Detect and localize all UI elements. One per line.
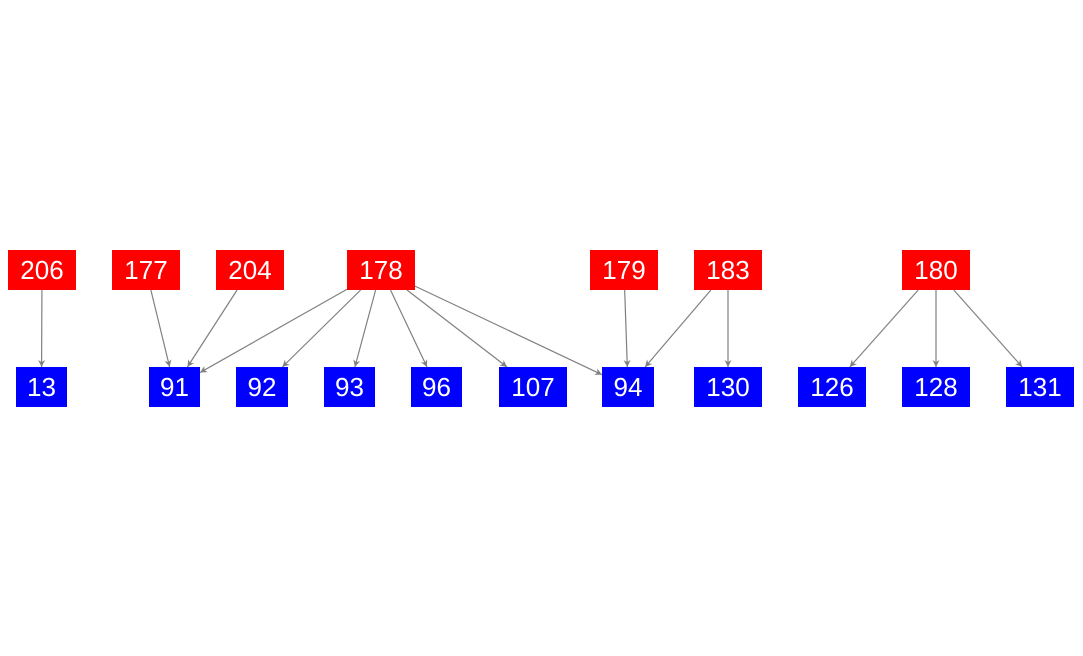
node-label: 130: [706, 372, 749, 402]
node-label: 107: [511, 372, 554, 402]
node-130[interactable]: 130: [694, 367, 762, 407]
node-box: [499, 367, 567, 407]
node-label: 131: [1018, 372, 1061, 402]
node-box: [149, 367, 200, 407]
node-box: [590, 250, 658, 290]
edge-178-to-96: [389, 289, 428, 368]
node-box: [1006, 367, 1074, 407]
node-92[interactable]: 92: [236, 367, 288, 407]
node-96[interactable]: 96: [411, 367, 462, 407]
node-label: 93: [335, 372, 364, 402]
node-box: [347, 250, 415, 290]
node-box: [798, 367, 866, 407]
node-179[interactable]: 179: [590, 250, 658, 290]
edge-180-to-131: [953, 289, 1023, 368]
node-label: 206: [20, 255, 63, 285]
node-label: 92: [248, 372, 277, 402]
node-183[interactable]: 183: [694, 250, 762, 290]
node-128[interactable]: 128: [902, 367, 970, 407]
edge-177-to-91: [150, 289, 172, 368]
node-box: [902, 367, 970, 407]
node-180[interactable]: 180: [902, 250, 970, 290]
node-label: 204: [228, 255, 271, 285]
node-204[interactable]: 204: [216, 250, 284, 290]
edge-180-to-126: [849, 289, 919, 368]
node-label: 180: [914, 255, 957, 285]
node-label: 13: [27, 372, 56, 402]
edge-183-to-94: [644, 289, 712, 368]
node-label: 91: [160, 372, 189, 402]
edge-178-to-93: [353, 289, 377, 368]
node-box: [8, 250, 76, 290]
node-126[interactable]: 126: [798, 367, 866, 407]
edge-178-to-107: [406, 289, 508, 368]
node-93[interactable]: 93: [324, 367, 375, 407]
node-107[interactable]: 107: [499, 367, 567, 407]
node-box: [16, 367, 67, 407]
node-13[interactable]: 13: [16, 367, 67, 407]
edge-204-to-91: [186, 289, 238, 368]
node-label: 94: [614, 372, 643, 402]
node-box: [694, 250, 762, 290]
node-label: 177: [124, 255, 167, 285]
node-206[interactable]: 206: [8, 250, 76, 290]
node-label: 183: [706, 255, 749, 285]
node-box: [411, 367, 462, 407]
node-label: 128: [914, 372, 957, 402]
node-178[interactable]: 178: [347, 250, 415, 290]
node-box: [236, 367, 288, 407]
node-box: [602, 367, 654, 407]
edge-178-to-92: [281, 289, 362, 368]
node-box: [112, 250, 180, 290]
node-label: 126: [810, 372, 853, 402]
node-box: [216, 250, 284, 290]
node-131[interactable]: 131: [1006, 367, 1074, 407]
node-177[interactable]: 177: [112, 250, 180, 290]
node-box: [694, 367, 762, 407]
node-box: [324, 367, 375, 407]
node-label: 96: [422, 372, 451, 402]
edge-178-to-91: [199, 288, 348, 374]
edge-178-to-94: [414, 285, 603, 376]
node-label: 178: [359, 255, 402, 285]
edge-179-to-94: [623, 289, 631, 368]
node-91[interactable]: 91: [149, 367, 200, 407]
node-label: 179: [602, 255, 645, 285]
node-94[interactable]: 94: [602, 367, 654, 407]
node-box: [902, 250, 970, 290]
